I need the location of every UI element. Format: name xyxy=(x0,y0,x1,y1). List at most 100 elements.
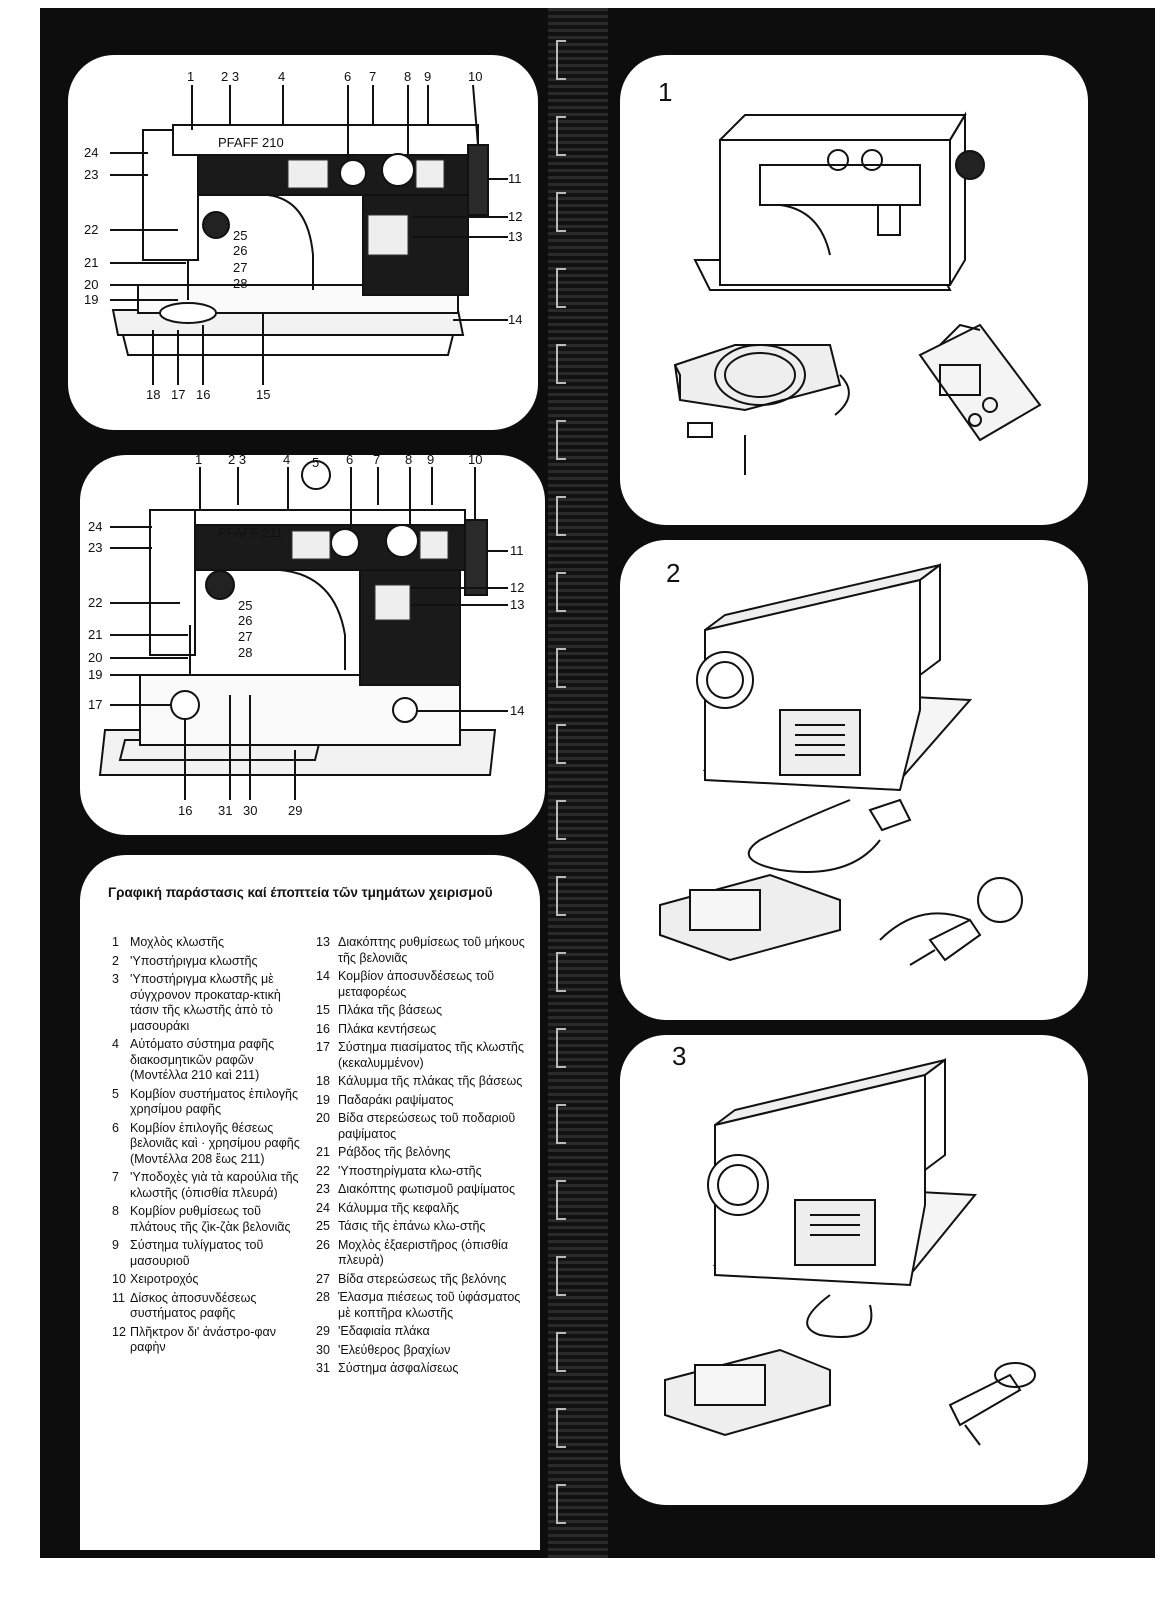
callout-12: 12 xyxy=(508,209,522,224)
callout-20: 20 xyxy=(84,277,98,292)
callout-18: 18 xyxy=(146,387,160,402)
spiral-binding xyxy=(548,8,608,1558)
callout-b-19: 19 xyxy=(88,667,102,682)
legend-item-text: Πλάκα τῆς βάσεως xyxy=(338,1003,442,1017)
legend-item-text: Διακόπτης ρυθμίσεως τοῦ μήκους τῆς βελον… xyxy=(338,935,525,965)
figure-number-2: 2 xyxy=(666,558,681,588)
legend-item-number: 19 xyxy=(316,1092,330,1107)
legend-item-number: 15 xyxy=(316,1003,330,1017)
figure-number-3: 3 xyxy=(672,1041,687,1071)
machine-with-accessories-drawing xyxy=(673,111,1042,475)
figure-2-panel: 2 xyxy=(620,540,1088,1020)
legend-item-number: 31 xyxy=(316,1361,330,1375)
callout-b-23: 23 xyxy=(88,540,102,555)
legend-item: 2'Υποστήριγμα κλωστῆς xyxy=(112,954,307,970)
callout-b-25: 25 xyxy=(238,598,252,613)
legend-item-number: 17 xyxy=(316,1040,330,1054)
legend-item-number: 5 xyxy=(112,1086,119,1101)
legend-item: 12 Πλῆκτρον δι' ἀνάστρο-φαν ραφὴν xyxy=(112,1325,307,1356)
legend-item-text: Χειροτροχός xyxy=(130,1272,199,1286)
legend-item-text: Μοχλὸς ἐξαεριστῆρος (ὀπισθία πλευρὰ) xyxy=(338,1237,509,1268)
legend-item-number: 12 xyxy=(112,1324,126,1339)
legend-item: 15 Πλάκα τῆς βάσεως xyxy=(316,1003,526,1019)
callout-b-24: 24 xyxy=(88,519,102,534)
callout-b-29: 29 xyxy=(288,803,302,818)
figure-3-panel: 3 xyxy=(620,1035,1088,1505)
legend-item: 3'Υποστήριγμα κλωστῆς μὲ σύγχρονον προκα… xyxy=(112,972,307,1034)
legend-item-number: 6 xyxy=(112,1120,119,1135)
legend-item-number: 8 xyxy=(112,1204,119,1218)
legend-item: 19 Παδαράκι ραψίματος xyxy=(316,1093,526,1109)
legend-item-number: 9 xyxy=(112,1238,119,1252)
callout-b-12: 12 xyxy=(510,580,524,595)
callout-2-3: 2 3 xyxy=(221,69,239,84)
legend-item-number: 7 xyxy=(112,1170,119,1184)
callout-b-11: 11 xyxy=(510,543,524,558)
legend-item-number: 2 xyxy=(112,953,119,968)
legend-item-text: Βίδα στερεώσεως τῆς βελόνης xyxy=(338,1271,507,1286)
legend-item-number: 28 xyxy=(316,1290,330,1304)
callout-9: 9 xyxy=(424,69,431,84)
legend-item: 8 Κομβίον ρυθμίσεως τοῦ πλάτους τῆς ζὶκ-ζ… xyxy=(112,1204,307,1235)
callout-b-21: 21 xyxy=(88,627,102,642)
binding-ring xyxy=(556,40,566,80)
binding-ring xyxy=(556,1104,566,1144)
legend-item-text: Παδαράκι ραψίματος xyxy=(338,1092,454,1107)
callout-26: 26 xyxy=(233,243,247,258)
legend-item-number: 11 xyxy=(112,1290,125,1305)
callout-b-7: 7 xyxy=(373,455,380,467)
legend-item-text: Κομβίον ἀποσυνδέσεως τοῦ μεταφορέως xyxy=(338,969,495,999)
callout-b-30: 30 xyxy=(243,803,257,818)
legend-item: 30'Ελεύθερος βραχίων xyxy=(316,1343,526,1359)
callout-b-8: 8 xyxy=(405,455,412,467)
callout-4: 4 xyxy=(278,69,285,84)
legend-item: 29'Εδαφιαία πλάκα xyxy=(316,1324,526,1340)
callout-b-26: 26 xyxy=(238,613,252,628)
callout-1: 1 xyxy=(187,69,194,84)
legend-item-number: 30 xyxy=(316,1342,330,1357)
legend-item-number: 16 xyxy=(316,1021,330,1036)
callout-22: 22 xyxy=(84,222,98,237)
callout-13: 13 xyxy=(508,229,522,244)
callout-11: 11 xyxy=(508,171,522,186)
legend-item-number: 26 xyxy=(316,1237,330,1252)
binding-ring xyxy=(556,876,566,916)
callout-b-31: 31 xyxy=(218,803,232,818)
binding-ring xyxy=(556,420,566,460)
legend-item-text: Σύστημα τυλίγματος τοῦ μασουριοῦ xyxy=(130,1238,264,1268)
binding-ring xyxy=(556,116,566,156)
callout-28: 28 xyxy=(233,276,247,291)
legend-item-text: Πλῆκτρον δι' ἀνάστρο-φαν ραφὴν xyxy=(130,1324,276,1355)
figure-pfaff-211-panel: PFAFF 211 1 2 3 4 5 6 7 8 9 10 24 23 22 … xyxy=(80,455,545,835)
binding-ring xyxy=(556,572,566,612)
callout-b-6: 6 xyxy=(346,455,353,467)
brand-label-210: PFAFF 210 xyxy=(218,135,284,150)
legend-item-text: Σύστημα πιασίματος τῆς κλωστῆς (κεκαλυμμ… xyxy=(338,1040,524,1070)
legend-item-text: 'Υποστηρίγματα κλω-στῆς xyxy=(338,1163,482,1178)
sewing-machine-210-drawing: PFAFF 210 1 2 3 4 6 7 8 9 10 24 23 22 21… xyxy=(84,69,522,402)
callout-b-20: 20 xyxy=(88,650,102,665)
callout-b-22: 22 xyxy=(88,595,102,610)
legend-item-number: 14 xyxy=(316,969,330,983)
legend-item-number: 1 xyxy=(112,935,119,949)
binding-ring xyxy=(556,952,566,992)
legend-item-text: Κομβίον ρυθμίσεως τοῦ πλάτους τῆς ζὶκ-ζὰ… xyxy=(130,1204,291,1234)
callout-23: 23 xyxy=(84,167,98,182)
legend-item-text: 'Υποδοχὲς γιὰ τὰ καρούλια τῆς κλωστῆς (ὀ… xyxy=(130,1170,299,1200)
binding-ring xyxy=(556,344,566,384)
callout-b-27: 27 xyxy=(238,629,252,644)
legend-panel: Γραφική παράστασις καί έποπτεία τῶν τμημ… xyxy=(80,855,540,1550)
legend-item-text: Πλάκα κεντήσεως xyxy=(338,1021,437,1036)
legend-item-text: Κάλυμμα τῆς κεφαλῆς xyxy=(338,1200,460,1215)
callout-b-5: 5 xyxy=(312,455,319,470)
legend-item: 17 Σύστημα πιασίματος τῆς κλωστῆς (κεκαλυ… xyxy=(316,1040,526,1071)
callout-24: 24 xyxy=(84,145,98,160)
legend-item-number: 4 xyxy=(112,1037,119,1051)
callout-b-14: 14 xyxy=(510,703,524,718)
